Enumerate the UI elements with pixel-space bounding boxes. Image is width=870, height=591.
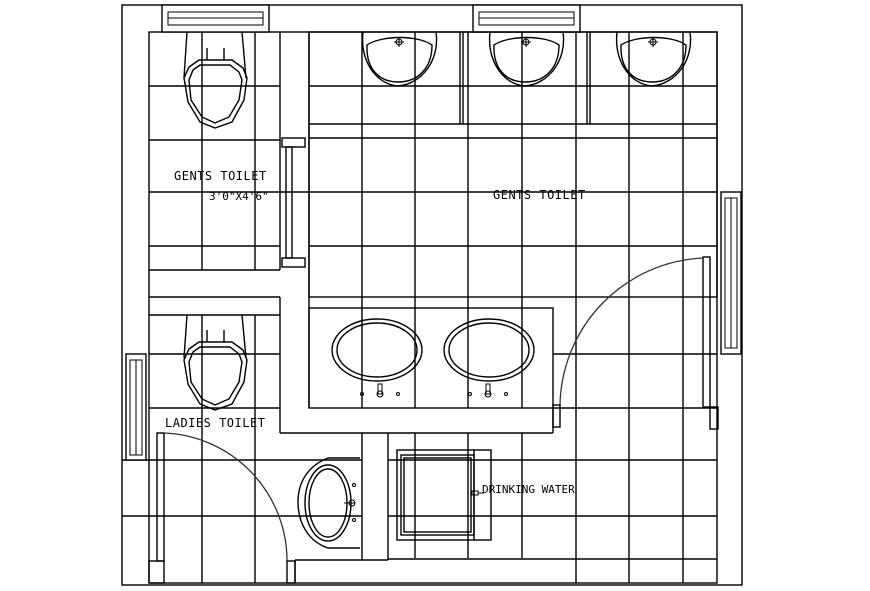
- outer-walls: [121, 4, 743, 586]
- window-top-right: [472, 4, 581, 33]
- door-ladies: [148, 432, 296, 584]
- urinal-2: [488, 31, 565, 87]
- water-closet-gents: [183, 31, 248, 129]
- label-drinking-water: DRINKING WATER: [482, 483, 575, 496]
- label-gents-toilet-dimension: 3'0"X4'6": [209, 190, 269, 203]
- label-gents-toilet-cubicle: GENTS TOILET: [174, 169, 267, 183]
- label-ladies-toilet: LADIES TOILET: [165, 416, 265, 430]
- window-top-left: [161, 4, 270, 33]
- washbasin-ladies: [297, 457, 360, 549]
- washbasin-counter-2: [443, 318, 535, 398]
- washbasin-counter-1: [331, 318, 423, 398]
- urinal-3: [615, 31, 692, 87]
- water-closet-ladies: [183, 314, 248, 411]
- internal-walls: [149, 32, 591, 583]
- urinal-1: [361, 31, 438, 87]
- label-gents-toilet-main: GENTS TOILET: [493, 188, 586, 202]
- drinking-water-unit: [396, 449, 492, 541]
- window-right: [720, 191, 742, 355]
- window-left: [125, 353, 147, 461]
- door-gents-main: [552, 256, 719, 430]
